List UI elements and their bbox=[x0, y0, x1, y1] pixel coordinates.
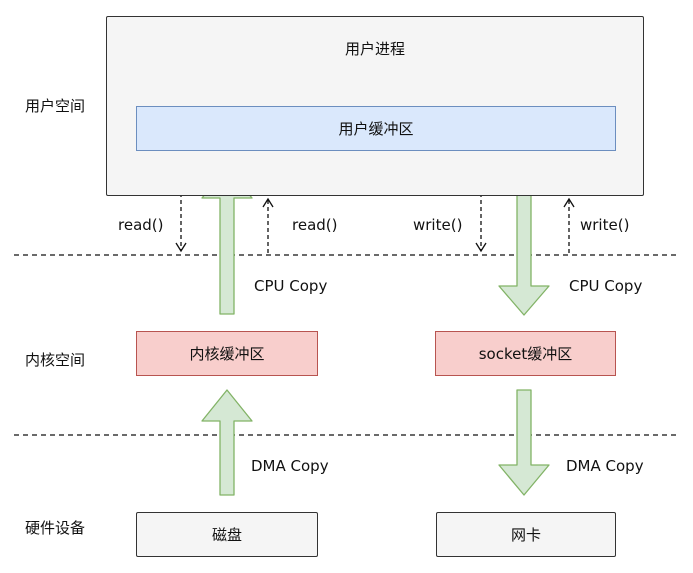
kernel-buffer-label: 内核缓冲区 bbox=[189, 345, 265, 363]
dma-copy-up-arrow bbox=[201, 389, 253, 496]
read-call-arrow bbox=[175, 193, 187, 253]
cpu-copy-right-label: CPU Copy bbox=[569, 277, 643, 295]
read-return-label: read() bbox=[292, 216, 338, 234]
write-call-arrow bbox=[475, 193, 487, 253]
hardware-label: 硬件设备 bbox=[25, 519, 86, 537]
kernel-space-label: 内核空间 bbox=[25, 351, 86, 369]
write-return-arrow bbox=[563, 197, 575, 255]
dma-copy-left-label: DMA Copy bbox=[251, 457, 329, 475]
disk-box: 磁盘 bbox=[136, 512, 318, 557]
read-return-arrow bbox=[262, 197, 274, 255]
write-return-label: write() bbox=[580, 216, 630, 234]
dma-copy-down-arrow bbox=[498, 389, 550, 496]
write-call-label: write() bbox=[413, 216, 463, 234]
kernel-buffer-box: 内核缓冲区 bbox=[136, 331, 318, 376]
user-buffer-label: 用户缓冲区 bbox=[338, 120, 414, 138]
user-process-label: 用户进程 bbox=[344, 40, 405, 58]
cpu-copy-left-label: CPU Copy bbox=[254, 277, 328, 295]
dma-copy-right-label: DMA Copy bbox=[566, 457, 644, 475]
socket-buffer-box: socket缓冲区 bbox=[435, 331, 616, 376]
user-space-label: 用户空间 bbox=[25, 97, 86, 115]
nic-label: 网卡 bbox=[510, 526, 541, 544]
read-call-label: read() bbox=[118, 216, 164, 234]
socket-buffer-label: socket缓冲区 bbox=[478, 345, 573, 363]
user-buffer-box: 用户缓冲区 bbox=[136, 106, 616, 151]
disk-label: 磁盘 bbox=[211, 526, 242, 544]
nic-box: 网卡 bbox=[436, 512, 616, 557]
